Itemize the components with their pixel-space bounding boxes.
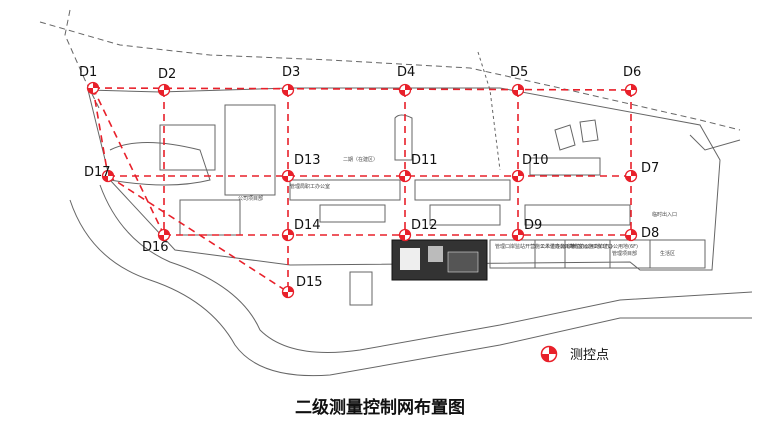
label-wing: 二期（在建区）: [343, 156, 378, 163]
control-point-label-d3: D3: [282, 65, 300, 80]
outer-boundary-west: [64, 9, 101, 111]
legend: 测控点: [540, 345, 609, 363]
control-point-d1: [86, 81, 100, 95]
network-line-d1-d17: [92, 87, 109, 177]
building-left-2: [224, 104, 276, 196]
control-point-label-d12: D12: [411, 218, 438, 233]
control-point-label-d5: D5: [510, 65, 528, 80]
legend-label: 测控点: [570, 348, 609, 363]
site-plan-linework: [39, 9, 753, 377]
block-right-2: [524, 204, 631, 226]
block-center-3: [414, 179, 511, 201]
control-point-label-d8: D8: [641, 226, 659, 241]
road-north-branch: [477, 51, 501, 171]
control-point-label-d6: D6: [623, 65, 641, 80]
block-center-1: [289, 179, 401, 201]
ramp-right: [689, 134, 741, 151]
label-b5: 济南客运施工单位办公用地(6F): [568, 243, 638, 250]
inner-curve: [109, 142, 211, 186]
control-point-d9: [511, 228, 525, 242]
control-point-label-d16: D16: [142, 240, 169, 255]
label-gate: 临时出入口: [652, 211, 677, 218]
label-b7: 生活区: [660, 250, 675, 257]
label-b3: 管理口岸监站开营施工单位办公用地: [495, 243, 575, 250]
control-point-d3: [281, 83, 295, 97]
control-point-d6: [624, 83, 638, 97]
figure-caption: 二级测量控制网布置图: [295, 398, 465, 418]
small-struct-1: [554, 124, 576, 151]
control-point-d15: [281, 285, 295, 299]
strip-lower: [349, 271, 373, 306]
control-point-label-d9: D9: [524, 218, 542, 233]
network-line-d1-d16: [92, 87, 165, 236]
building-left-1: [159, 124, 216, 171]
control-point-d10: [511, 169, 525, 183]
control-point-d2: [157, 83, 171, 97]
control-point-d5: [511, 83, 525, 97]
label-b1: 管理局职工办公室: [290, 183, 330, 190]
block-right-1: [529, 157, 601, 176]
control-point-d11: [398, 169, 412, 183]
dark-facility-block: [391, 239, 488, 281]
control-point-d14: [281, 228, 295, 242]
control-point-d7: [624, 169, 638, 183]
control-point-label-d14: D14: [294, 218, 321, 233]
block-oval: [394, 114, 413, 161]
control-point-label-d4: D4: [397, 65, 415, 80]
block-center-4: [429, 204, 501, 226]
road-south-edge: [69, 199, 752, 377]
control-point-label-d15: D15: [296, 275, 323, 290]
small-struct-2: [579, 119, 599, 143]
control-point-d16: [157, 228, 171, 242]
building-left-3: [179, 199, 241, 236]
control-point-label-d1: D1: [79, 65, 97, 80]
label-b4: 公人道班施工单位办公用地(1FL): [540, 243, 613, 250]
outer-boundary-north: [39, 21, 741, 131]
control-point-d13: [281, 169, 295, 183]
control-point-label-d10: D10: [522, 153, 549, 168]
control-point-d8: [624, 228, 638, 242]
block-center-2: [319, 204, 386, 223]
control-point-label-d7: D7: [641, 161, 659, 176]
control-point-d17: [101, 169, 115, 183]
control-point-label-d17: D17: [84, 165, 111, 180]
control-point-d12: [398, 228, 412, 242]
label-b6: 管理项目部: [612, 250, 637, 257]
network-line-d1-d6: [92, 87, 632, 91]
legend-survey-point-icon: [540, 345, 558, 363]
label-b2: 公司项目部: [238, 195, 263, 202]
network-lines: [92, 87, 632, 293]
control-point-label-d13: D13: [294, 153, 321, 168]
control-point-label-d2: D2: [158, 67, 176, 82]
control-point-d4: [398, 83, 412, 97]
site-annotations: 二期（在建区） 管理局职工办公室 管理口岸监站开营施工单位办公用地 公人道班施工…: [238, 156, 677, 257]
road-south: [99, 184, 753, 353]
control-point-label-d11: D11: [411, 153, 438, 168]
